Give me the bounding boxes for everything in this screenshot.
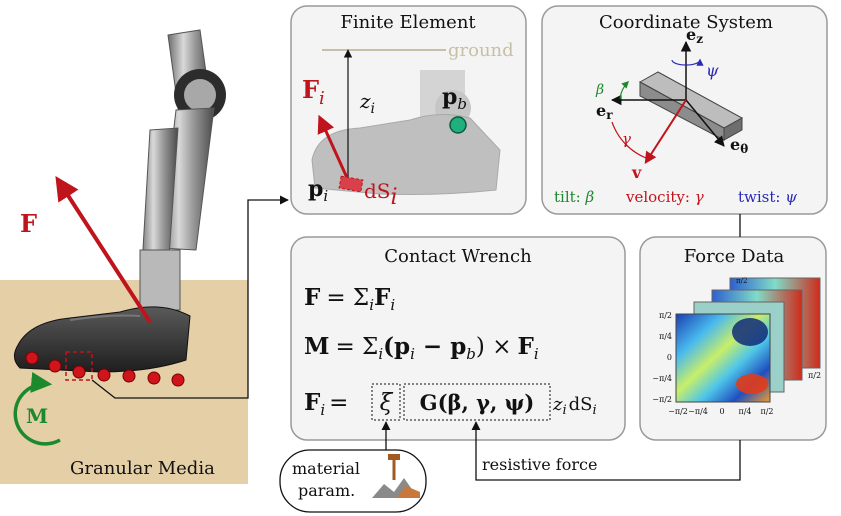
moment-arrow — [13, 372, 61, 446]
svg-text:π/2: π/2 — [760, 407, 773, 416]
depth-label: zi — [359, 89, 375, 117]
psi-arc — [671, 58, 704, 66]
g-term: G(β, γ, ψ) — [420, 390, 535, 415]
svg-text:−π/2: −π/2 — [652, 395, 672, 404]
back-tick-top: π/2 — [736, 277, 747, 285]
pb-point — [449, 116, 467, 134]
xi-box — [371, 383, 401, 421]
xi-term: ξ — [380, 390, 394, 416]
svg-text:−π/4: −π/4 — [688, 407, 708, 416]
finite-element-panel — [290, 5, 527, 215]
soil-bucket-icon — [372, 454, 420, 498]
ez-label: ez — [686, 25, 703, 46]
svg-text:−π/4: −π/4 — [652, 374, 672, 383]
material-line2: param. — [298, 481, 355, 500]
granular-media-label: Granular Media — [70, 458, 215, 479]
heatmap-stack — [675, 277, 821, 403]
twist-caption: twist: ψ — [738, 188, 797, 206]
robot-leg-illustration — [14, 29, 226, 373]
back-tick-side: π/2 — [808, 371, 821, 380]
faded-shoe-illustration — [311, 70, 501, 195]
moment-label: M — [26, 404, 48, 428]
psi-label: ψ — [706, 61, 719, 80]
beta-label: β — [595, 82, 604, 98]
beta-arc — [619, 80, 630, 100]
force-arrow — [55, 175, 152, 324]
moment-sum-equation: M= Σi(pi − pb) ×Fi — [304, 333, 539, 363]
plate-illustration — [638, 71, 744, 141]
material-line1: material — [292, 459, 360, 478]
gamma-arc — [611, 121, 647, 159]
finite-element-title: Finite Element — [340, 12, 476, 33]
svg-text:−π/2: −π/2 — [668, 407, 688, 416]
resistive-force-label: resistive force — [482, 455, 597, 474]
svg-text:π/2: π/2 — [659, 311, 672, 320]
g-term-box — [403, 383, 551, 421]
element-force-equation-lhs: Fi= — [304, 389, 348, 419]
pi-label: pi — [308, 176, 328, 205]
velocity-label: v — [631, 163, 642, 182]
force-label: F — [20, 209, 37, 238]
connector-to-finite-element — [91, 195, 289, 399]
velocity-caption: velocity: γ — [625, 188, 704, 206]
element-force-arrow — [317, 114, 350, 181]
pb-label: pb — [442, 84, 467, 113]
contact-wrench-title: Contact Wrench — [384, 246, 532, 267]
element-highlight-box — [65, 351, 93, 381]
velocity-arrow — [644, 99, 687, 165]
etheta-label: eθ — [730, 135, 748, 156]
er-label: er — [596, 101, 613, 122]
element-force-label: Fi — [302, 75, 325, 109]
coordinate-system-title: Coordinate System — [599, 12, 773, 33]
heatmap-x-ticks: −π/2 −π/4 0 π/4 π/2 — [668, 407, 773, 416]
ground-label: ground — [448, 40, 514, 61]
gamma-label: γ — [622, 130, 631, 148]
force-data-title: Force Data — [684, 246, 785, 267]
contact-points — [25, 351, 185, 387]
resistive-force-arrow — [471, 421, 741, 481]
svg-text:π/4: π/4 — [659, 332, 672, 341]
force-sum-equation: F= ΣiFi — [304, 284, 395, 314]
etheta-axis — [685, 99, 725, 147]
svg-text:0: 0 — [667, 353, 672, 362]
element-patch — [338, 175, 364, 193]
area-label: dSi — [364, 179, 398, 210]
contact-wrench-panel — [290, 236, 626, 441]
tilt-caption: tilt: β — [554, 188, 595, 206]
svg-text:0: 0 — [719, 407, 724, 416]
svg-text:π/4: π/4 — [738, 407, 751, 416]
heatmap-y-ticks: π/2 π/4 0 −π/4 −π/2 — [652, 311, 672, 404]
